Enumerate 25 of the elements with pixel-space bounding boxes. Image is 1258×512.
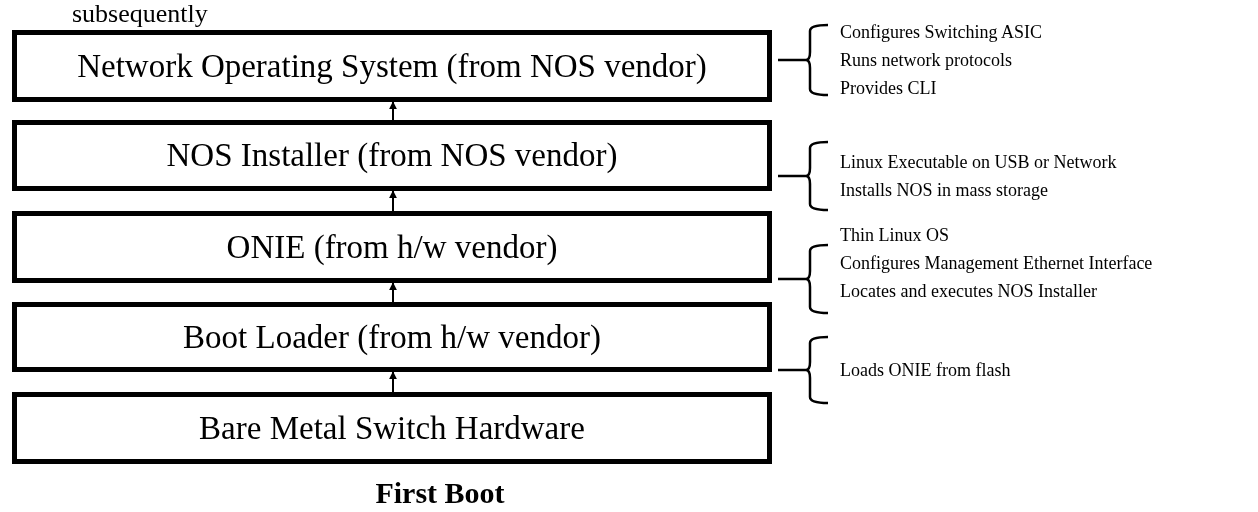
layer-box [12, 120, 772, 191]
arrow [389, 282, 397, 303]
layer-box [12, 211, 772, 283]
description-text: Installs NOS in mass storage [840, 179, 1048, 202]
description-text: Configures Switching ASIC [840, 21, 1042, 44]
description-text: Provides CLI [840, 77, 937, 100]
description-text: Locates and executes NOS Installer [840, 280, 1097, 303]
description-text: Thin Linux OS [840, 224, 949, 247]
caption: First Boot [374, 476, 506, 510]
layer-label: Network Operating System (from NOS vendor) [77, 47, 707, 85]
layer-box [12, 392, 772, 464]
layer-label: Bare Metal Switch Hardware [199, 409, 585, 447]
layer-label: ONIE (from h/w vendor) [226, 228, 558, 266]
description-text: Runs network protocols [840, 49, 1012, 72]
arrow [389, 101, 397, 121]
layer-label: NOS Installer (from NOS vendor) [166, 137, 618, 174]
layer-label: Boot Loader (from h/w vendor) [183, 318, 601, 356]
heading-text: subsequently [72, 0, 208, 28]
arrow [389, 190, 397, 212]
layer-box [12, 302, 772, 372]
description-text: Configures Management Ethernet Interface [840, 252, 1153, 275]
arrow [389, 371, 397, 393]
description-text: Loads ONIE from flash [840, 359, 1011, 382]
layer-box [12, 30, 772, 102]
description-text: Linux Executable on USB or Network [840, 151, 1117, 174]
